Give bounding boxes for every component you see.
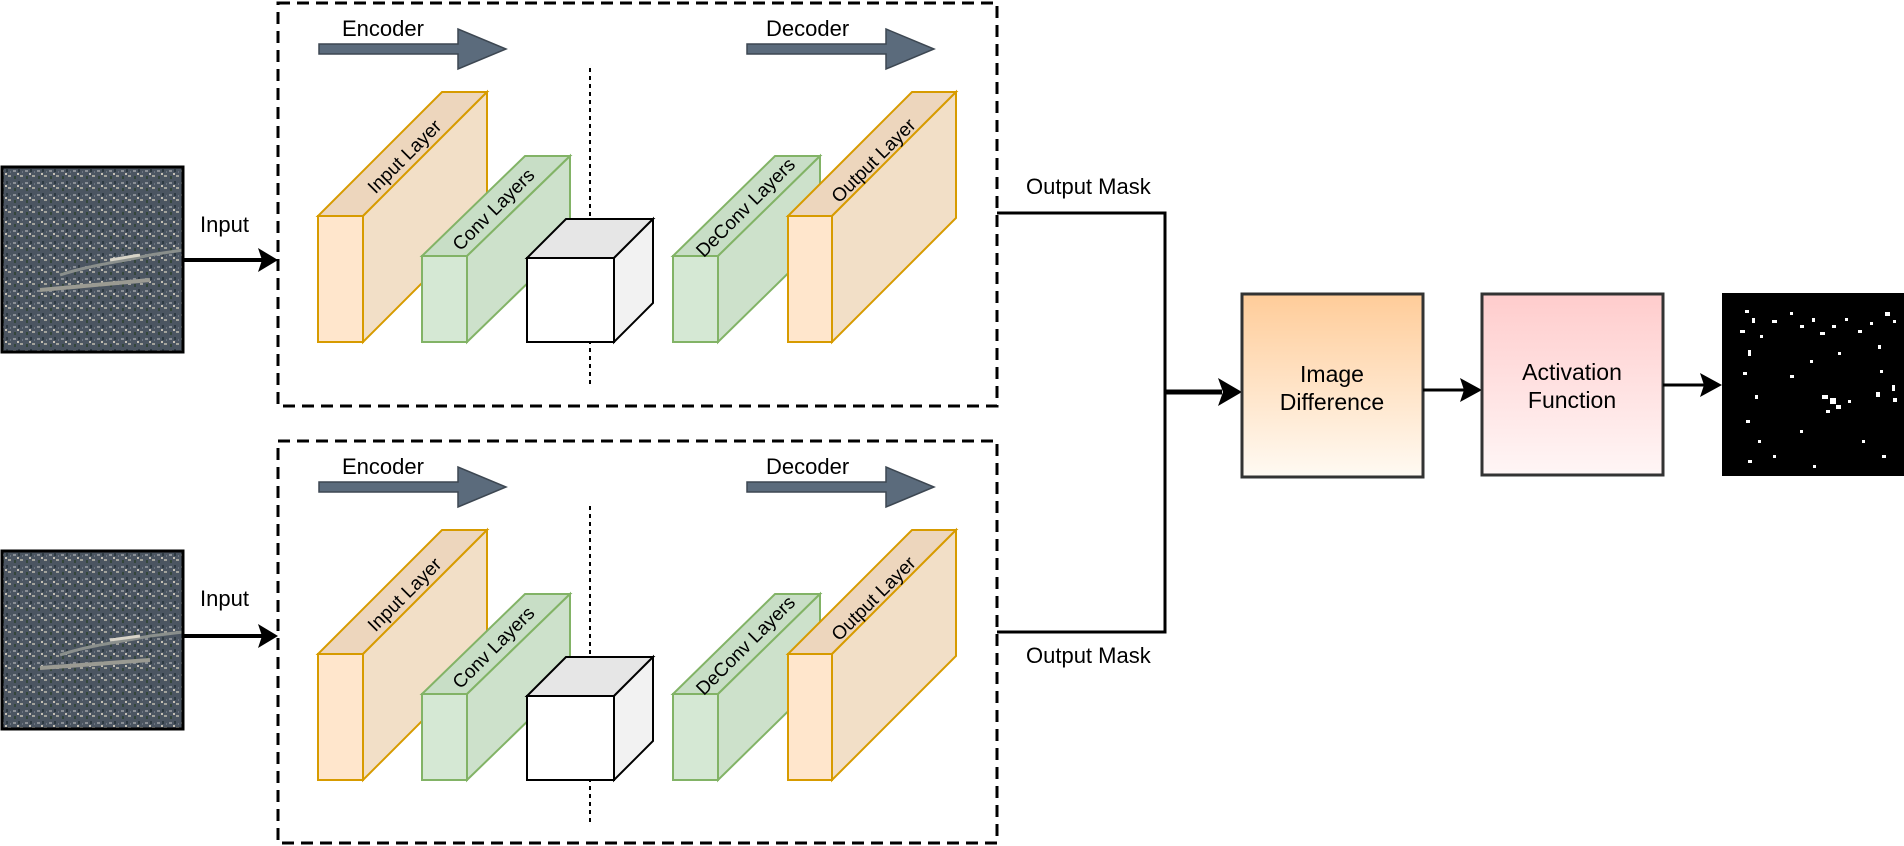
input-image-top <box>0 165 185 354</box>
image-difference-line1: Image <box>1300 361 1364 387</box>
input-arrow-top <box>183 248 278 272</box>
arrow-to-activation <box>1423 378 1482 402</box>
decoder-label-top: Decoder <box>766 16 849 41</box>
activation-function-line2: Function <box>1528 387 1616 413</box>
deconv-layers-block-bottom <box>670 591 823 783</box>
decoder-label-bottom: Decoder <box>766 454 849 479</box>
encoder-arrow-top <box>318 27 508 71</box>
bottom-branch: Input Encoder Decoder Input Layer Conv L… <box>0 392 1167 845</box>
output-mask-label-bottom: Output Mask <box>1026 643 1152 668</box>
input-arrow-bottom <box>183 624 278 648</box>
input-layer-block-top <box>315 89 490 345</box>
bottleneck-cube-top <box>524 216 656 345</box>
output-layer-block-top <box>785 89 959 345</box>
conv-layers-block-top <box>419 153 573 345</box>
conv-layers-block-bottom <box>419 591 573 783</box>
top-branch: Input Encoder Decoder Input Layer Conv L… <box>0 1 1167 408</box>
change-mask-image <box>1722 293 1904 476</box>
merge-arrow <box>1165 378 1242 406</box>
model-container-bottom <box>276 439 999 845</box>
model-container-top <box>276 1 999 408</box>
input-image-bottom <box>0 549 185 731</box>
encoder-label-top: Encoder <box>342 16 424 41</box>
output-layer-block-bottom <box>785 527 959 783</box>
decoder-arrow-top <box>746 27 936 71</box>
arrow-to-mask <box>1663 373 1722 397</box>
output-mask-label-top: Output Mask <box>1026 174 1152 199</box>
image-difference-block: Image Difference <box>1240 292 1425 479</box>
output-connector-bottom <box>997 392 1167 634</box>
decoder-arrow-bottom <box>746 465 936 509</box>
image-difference-line2: Difference <box>1280 389 1384 415</box>
bottleneck-cube-bottom <box>524 654 656 783</box>
deconv-layers-block-top <box>670 153 823 345</box>
activation-function-block: Activation Function <box>1480 292 1665 477</box>
input-layer-block-bottom <box>315 527 490 783</box>
encoder-label-bottom: Encoder <box>342 454 424 479</box>
encoder-arrow-bottom <box>318 465 508 509</box>
output-connector-top <box>997 211 1167 392</box>
activation-function-line1: Activation <box>1522 359 1622 385</box>
input-label-bottom: Input <box>200 586 249 611</box>
input-label-top: Input <box>200 212 249 237</box>
